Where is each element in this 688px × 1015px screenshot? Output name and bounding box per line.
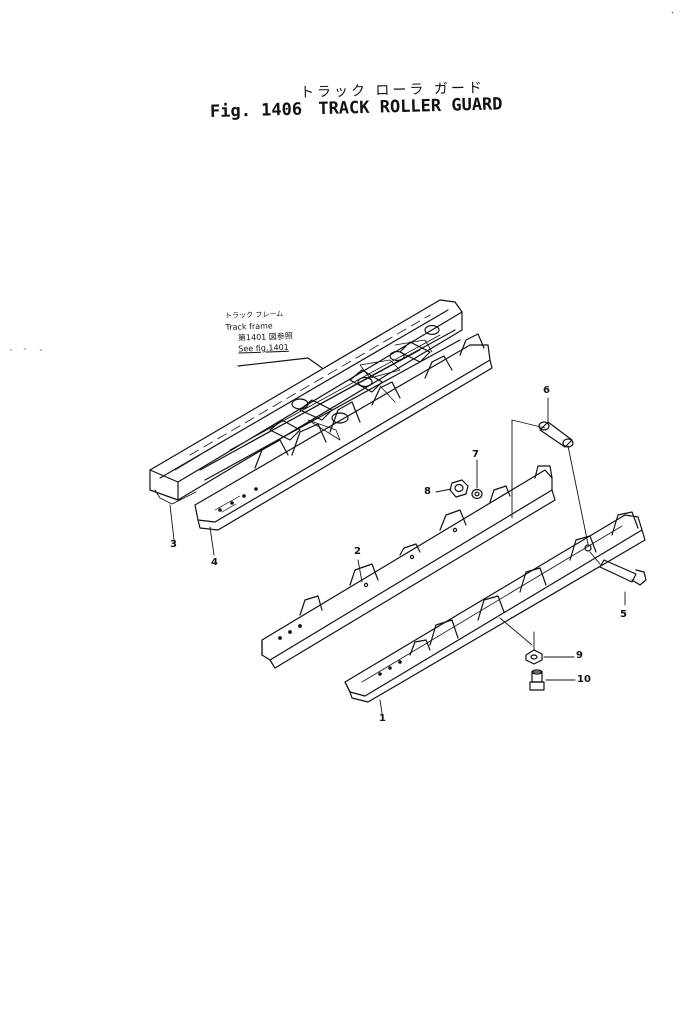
callout-3: 3 [170,539,177,550]
nut-9-part [499,617,575,665]
leader-lines-parts [357,397,549,721]
callout-4: 4 [211,557,218,568]
callout-8: 8 [424,486,431,497]
bolt-5-part [589,551,647,606]
leader-lines-frame [169,504,215,556]
callout-10: 10 [577,674,591,685]
track-frame-assembly [149,299,493,531]
callout-6: 6 [543,385,550,396]
washer-7-part [471,459,483,500]
callout-2: 2 [354,546,361,557]
scan-specks [9,11,674,351]
callout-1: 1 [379,713,386,724]
callout-9: 9 [576,650,583,661]
guard-plate-2 [261,465,556,669]
callout-7: 7 [472,449,479,460]
spacer-6-part [511,419,589,545]
nut-8-part [449,479,469,498]
reference-leader-line [237,357,323,369]
bolt-10-part [529,669,576,691]
callout-5: 5 [620,609,627,620]
guard-1 [344,511,646,703]
